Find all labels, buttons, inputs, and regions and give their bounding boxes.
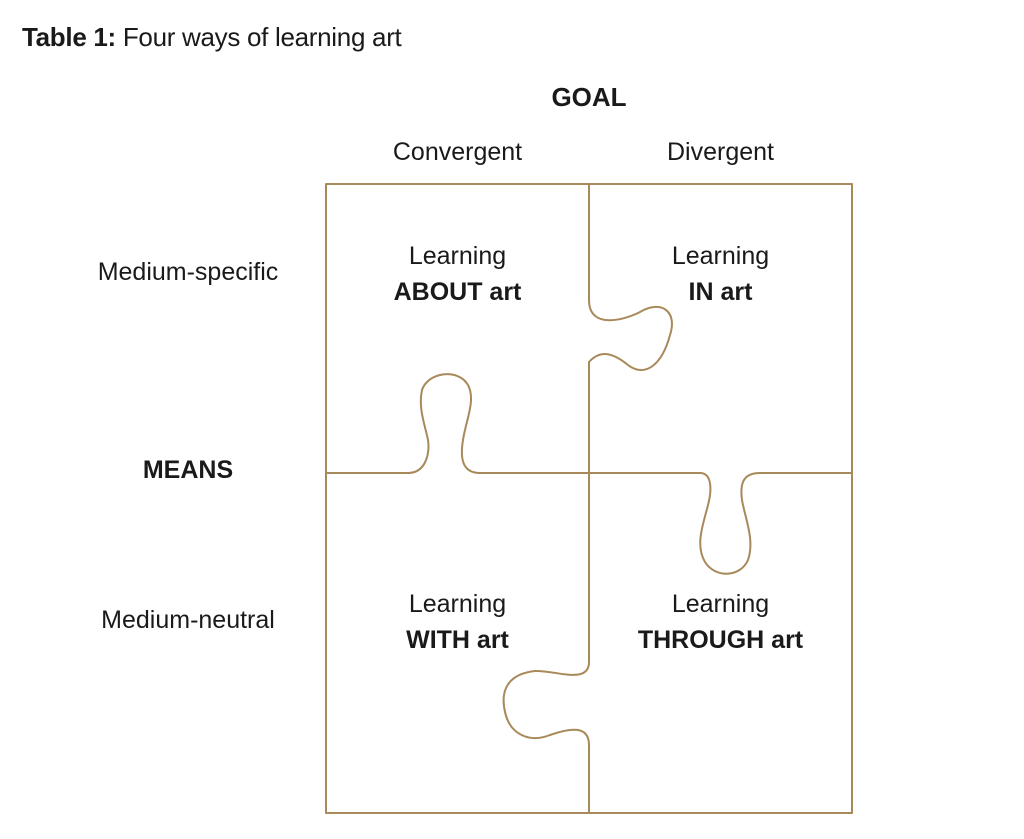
cell-line2: IN art [688,278,753,306]
row-header-medium-specific: Medium-specific [97,258,279,286]
cell-line1: Learning [408,590,507,618]
column-header-convergent: Convergent [392,138,523,166]
cell-line1: Learning [671,242,770,270]
cell-learning-with-art: Learning WITH art [326,586,589,658]
row-header-medium-neutral: Medium-neutral [101,606,275,634]
cell-line2: WITH art [406,626,509,654]
means-header: MEANS [142,456,234,484]
cell-line1: Learning [408,242,507,270]
puzzle-seam-lower-vertical [502,472,590,814]
cell-line2: ABOUT art [393,278,522,306]
cell-learning-about-art: Learning ABOUT art [326,238,589,310]
puzzle-seam-right-horizontal [588,472,853,575]
goal-header: GOAL [551,82,627,112]
column-header-divergent: Divergent [667,138,774,166]
table-caption: Table 1: Four ways of learning art [22,22,402,53]
cell-learning-through-art: Learning THROUGH art [589,586,852,658]
cell-line2: THROUGH art [637,626,804,654]
cell-learning-in-art: Learning IN art [589,238,852,310]
caption-label: Table 1: [22,22,116,52]
puzzle-seam-upper-vertical [588,183,673,474]
caption-text: Four ways of learning art [115,22,402,52]
cell-line1: Learning [671,590,770,618]
puzzle-seam-left-horizontal [325,373,590,474]
